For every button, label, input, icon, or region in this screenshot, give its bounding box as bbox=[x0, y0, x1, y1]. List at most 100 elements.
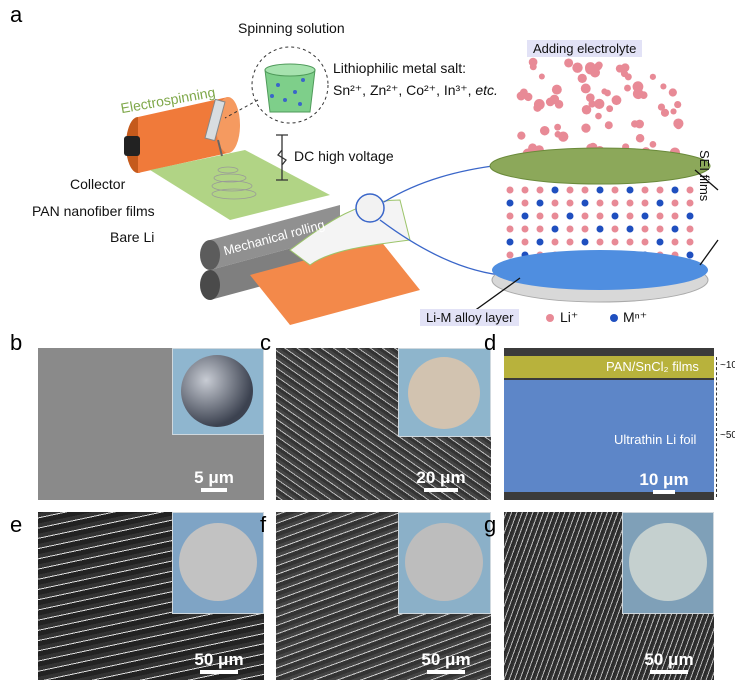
li-ion-particle bbox=[566, 225, 574, 233]
li-ion-particle bbox=[551, 212, 559, 220]
photo-inset-c bbox=[398, 348, 491, 437]
li-ion-particle bbox=[686, 199, 694, 207]
li-ion-particle bbox=[581, 212, 589, 220]
li-ion-particle bbox=[671, 199, 679, 207]
li-ion-particle bbox=[632, 88, 644, 100]
collector-label: Collector bbox=[70, 176, 126, 192]
li-ion-particle bbox=[657, 103, 666, 111]
li-ion-particle bbox=[538, 73, 545, 80]
li-ion-particle bbox=[611, 95, 622, 106]
m-ion-particle bbox=[581, 238, 589, 246]
sem-image-e: 50 μm bbox=[38, 512, 264, 680]
pan-films-label: PAN nanofiber films bbox=[32, 203, 155, 219]
li-ion-particle bbox=[566, 199, 574, 207]
metal-salt-title: Lithiophilic metal salt: bbox=[333, 60, 467, 76]
li-ion-particle bbox=[539, 125, 550, 136]
m-ion-particle bbox=[626, 225, 634, 233]
li-ion-particle bbox=[596, 212, 604, 220]
photo-inset-b bbox=[172, 348, 264, 435]
panel-label-g: g bbox=[484, 512, 497, 537]
sem-image-f: 50 μm bbox=[276, 512, 491, 680]
li-ion-particle bbox=[626, 238, 634, 246]
panel-label-a: a bbox=[10, 2, 23, 27]
foil-thickness-label: ~50 bbox=[720, 430, 735, 441]
sem-image-d: PAN/SnCl₂ films Ultrathin Li foil 10 μm bbox=[504, 348, 714, 500]
m-ion-particle bbox=[596, 186, 604, 194]
li-ion-particle bbox=[596, 199, 604, 207]
adding-electrolyte-label: Adding electrolyte bbox=[527, 40, 643, 57]
li-ion-particle bbox=[674, 100, 682, 109]
li-ion-particle bbox=[506, 212, 514, 220]
alloy-disc bbox=[492, 250, 708, 290]
photo-inset-e bbox=[172, 512, 264, 614]
m-ion-particle bbox=[506, 238, 514, 246]
li-ion-particle bbox=[536, 225, 544, 233]
li-ion-particle bbox=[626, 212, 634, 220]
legend-li: Li⁺ bbox=[560, 309, 579, 325]
li-ion-particle bbox=[517, 131, 526, 140]
li-ion-particle bbox=[675, 122, 682, 130]
m-ion-particle bbox=[626, 186, 634, 194]
li-ion-particle bbox=[506, 251, 514, 259]
li-ion-particle bbox=[566, 238, 574, 246]
m-ion-particle bbox=[611, 212, 619, 220]
li-foil-label: Ultrathin Li foil bbox=[614, 432, 697, 447]
sei-disc bbox=[489, 147, 711, 185]
alloy-layer-label: Li-M alloy layer bbox=[420, 309, 520, 326]
li-ion-particle bbox=[686, 225, 694, 233]
li-ion-particle bbox=[536, 186, 544, 194]
li-ion-particle bbox=[533, 103, 542, 112]
m-ion-particle bbox=[671, 225, 679, 233]
scale-bar-g: 50 μm bbox=[636, 650, 702, 674]
top-thickness-label: ~10 bbox=[720, 360, 735, 371]
li-ion-particle bbox=[566, 186, 574, 194]
metal-salt-list: Sn²⁺, Zn²⁺, Co²⁺, In³⁺, etc. bbox=[333, 82, 498, 98]
m-ion-particle bbox=[671, 186, 679, 194]
li-ion-particle bbox=[594, 98, 605, 109]
syringe-icon bbox=[204, 98, 226, 157]
li-ion-particle bbox=[554, 123, 562, 131]
electrolyte-particles bbox=[516, 57, 684, 162]
li-ion-particle bbox=[558, 131, 569, 142]
m-ion-particle bbox=[551, 225, 559, 233]
m-ion-particle bbox=[596, 225, 604, 233]
panel-label-c: c bbox=[260, 330, 271, 355]
m-ion-particle bbox=[656, 238, 664, 246]
sem-image-b: 5 μm bbox=[38, 348, 264, 500]
li-ion-particle bbox=[670, 108, 677, 115]
li-ion-particle bbox=[572, 62, 583, 73]
li-ion-particle bbox=[588, 100, 596, 108]
li-ion-particle bbox=[686, 238, 694, 246]
li-ion-particle bbox=[671, 238, 679, 246]
li-ion-particle bbox=[631, 120, 639, 128]
li-ion-particle bbox=[521, 186, 529, 194]
li-ion-particle bbox=[549, 94, 560, 105]
li-ion-particle bbox=[581, 225, 589, 233]
li-ion-particle bbox=[656, 212, 664, 220]
pan-snc-label: PAN/SnCl₂ films bbox=[606, 359, 699, 374]
li-ion-particle bbox=[524, 92, 533, 102]
photo-inset-f bbox=[398, 512, 491, 614]
pan-layer bbox=[504, 356, 714, 378]
legend-m: Mⁿ⁺ bbox=[623, 309, 648, 325]
li-ion-particle bbox=[601, 88, 608, 95]
scale-bar-b: 5 μm bbox=[186, 468, 242, 492]
m-ion-particle bbox=[536, 238, 544, 246]
li-ion-particle bbox=[649, 73, 656, 80]
li-ion-particle bbox=[585, 93, 595, 103]
li-ion-particle bbox=[641, 238, 649, 246]
li-ion-particle bbox=[580, 83, 591, 94]
pan-film-sheet bbox=[150, 150, 330, 220]
li-ion-particle bbox=[641, 225, 649, 233]
li-ion-particle bbox=[626, 199, 634, 207]
li-ion-particle bbox=[551, 199, 559, 207]
m-ion-particle bbox=[521, 212, 529, 220]
m-ion-particle bbox=[566, 212, 574, 220]
li-ion-particle bbox=[604, 121, 613, 130]
m-ion-particle bbox=[686, 251, 694, 259]
schematic-illustration bbox=[124, 46, 719, 325]
li-ion-particle bbox=[624, 84, 631, 92]
dc-voltage-bracket bbox=[276, 134, 288, 181]
sem-image-c: 20 μm bbox=[276, 348, 491, 500]
dc-voltage-label: DC high voltage bbox=[294, 148, 394, 164]
